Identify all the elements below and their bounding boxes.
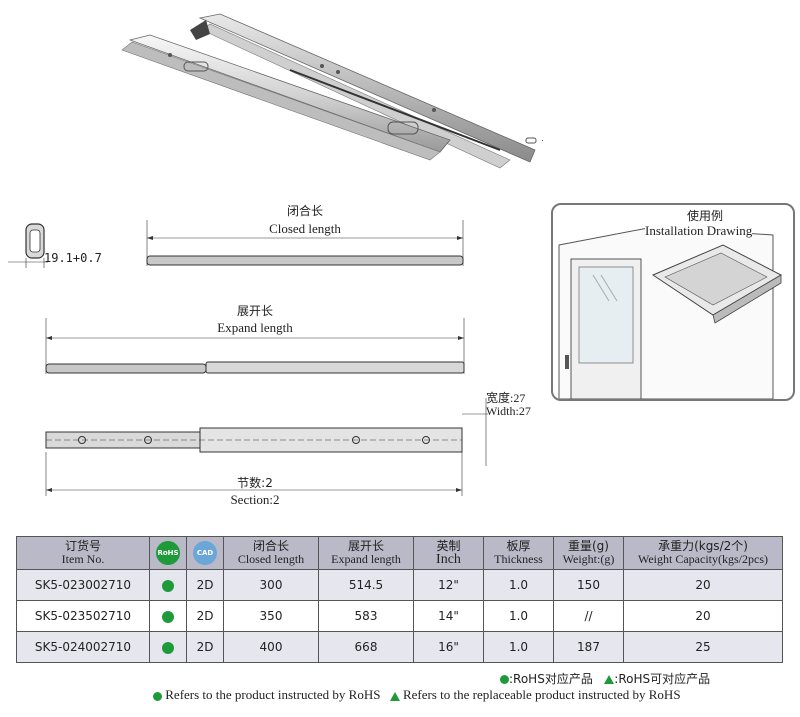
- profile-dimension: 19.1+0.7: [44, 251, 102, 265]
- width-label-cn: 宽度:27: [486, 391, 526, 405]
- header-weight: 重量(g)Weight:(g): [553, 536, 624, 570]
- rohs-dot-icon: [162, 641, 174, 654]
- cell-cad[interactable]: 2D: [186, 631, 224, 663]
- cell-expand: 583: [318, 600, 414, 632]
- table-row: SK5-024002710 2D 400 668 16" 1.0 187 25: [16, 631, 783, 663]
- cell-thickness: 1.0: [483, 631, 554, 663]
- legend-en: Refers to the product instructed by RoHS…: [153, 687, 681, 703]
- table-row: SK5-023502710 2D 350 583 14" 1.0 // 20: [16, 600, 783, 632]
- cell-weight: //: [553, 600, 624, 632]
- cell-closed: 400: [223, 631, 319, 663]
- cell-rohs: [149, 569, 187, 601]
- cell-cad[interactable]: 2D: [186, 569, 224, 601]
- cell-capacity: 20: [623, 569, 783, 601]
- cell-expand: 668: [318, 631, 414, 663]
- closed-length-drawing: [146, 220, 464, 266]
- expand-length-drawing: [45, 318, 465, 374]
- side-view-drawing: [45, 398, 488, 496]
- cell-cad[interactable]: 2D: [186, 600, 224, 632]
- expand-length-label-en: Expand length: [217, 320, 293, 335]
- cell-thickness: 1.0: [483, 569, 554, 601]
- section-label-cn: 节数:2: [237, 476, 273, 490]
- install-label-cn: 使用例: [687, 207, 724, 224]
- cell-rohs: [149, 600, 187, 632]
- rohs-dot-icon: [153, 691, 162, 701]
- cell-weight: 150: [553, 569, 624, 601]
- cell-thickness: 1.0: [483, 600, 554, 632]
- profile-section-drawing: [8, 223, 48, 268]
- cell-inch: 16": [413, 631, 484, 663]
- cad-icon: CAD: [193, 541, 217, 565]
- legend-cn: :RoHS对应产品 :RoHS可对应产品: [500, 670, 710, 687]
- section-label-en: Section:2: [230, 492, 280, 507]
- rohs-triangle-icon: [389, 691, 400, 701]
- closed-length-label-cn: 闭合长: [286, 204, 323, 218]
- header-rohs: RoHS: [149, 536, 187, 570]
- rohs-dot-icon: [500, 675, 509, 684]
- installation-illustration: [558, 226, 783, 399]
- cell-item: SK5-024002710: [16, 631, 150, 663]
- rohs-icon: RoHS: [156, 541, 180, 565]
- header-capacity: 承重力(kgs/2个)Weight Capacity(kgs/2pcs): [623, 536, 783, 570]
- cell-capacity: 25: [623, 631, 783, 663]
- installation-drawing-panel: 使用例 Installation Drawing: [551, 203, 795, 401]
- width-label-en: Width:27: [486, 404, 531, 418]
- expand-length-label-cn: 展开长: [236, 304, 273, 318]
- cell-item: SK5-023002710: [16, 569, 150, 601]
- cell-rohs: [149, 631, 187, 663]
- rohs-triangle-icon: [604, 675, 615, 684]
- rohs-dot-icon: [162, 579, 174, 592]
- cell-capacity: 20: [623, 600, 783, 632]
- cell-expand: 514.5: [318, 569, 414, 601]
- rohs-dot-icon: [162, 610, 174, 623]
- cell-closed: 350: [223, 600, 319, 632]
- install-label-en: Installation Drawing: [645, 223, 753, 239]
- closed-length-label-en: Closed length: [269, 221, 341, 236]
- drawer-slide-product-image: [121, 13, 543, 169]
- cell-weight: 187: [553, 631, 624, 663]
- table-row: SK5-023002710 2D 300 514.5 12" 1.0 150 2…: [16, 569, 783, 601]
- cell-closed: 300: [223, 569, 319, 601]
- header-cad: CAD: [186, 536, 224, 570]
- cell-item: SK5-023502710: [16, 600, 150, 632]
- cell-inch: 12": [413, 569, 484, 601]
- cell-inch: 14": [413, 600, 484, 632]
